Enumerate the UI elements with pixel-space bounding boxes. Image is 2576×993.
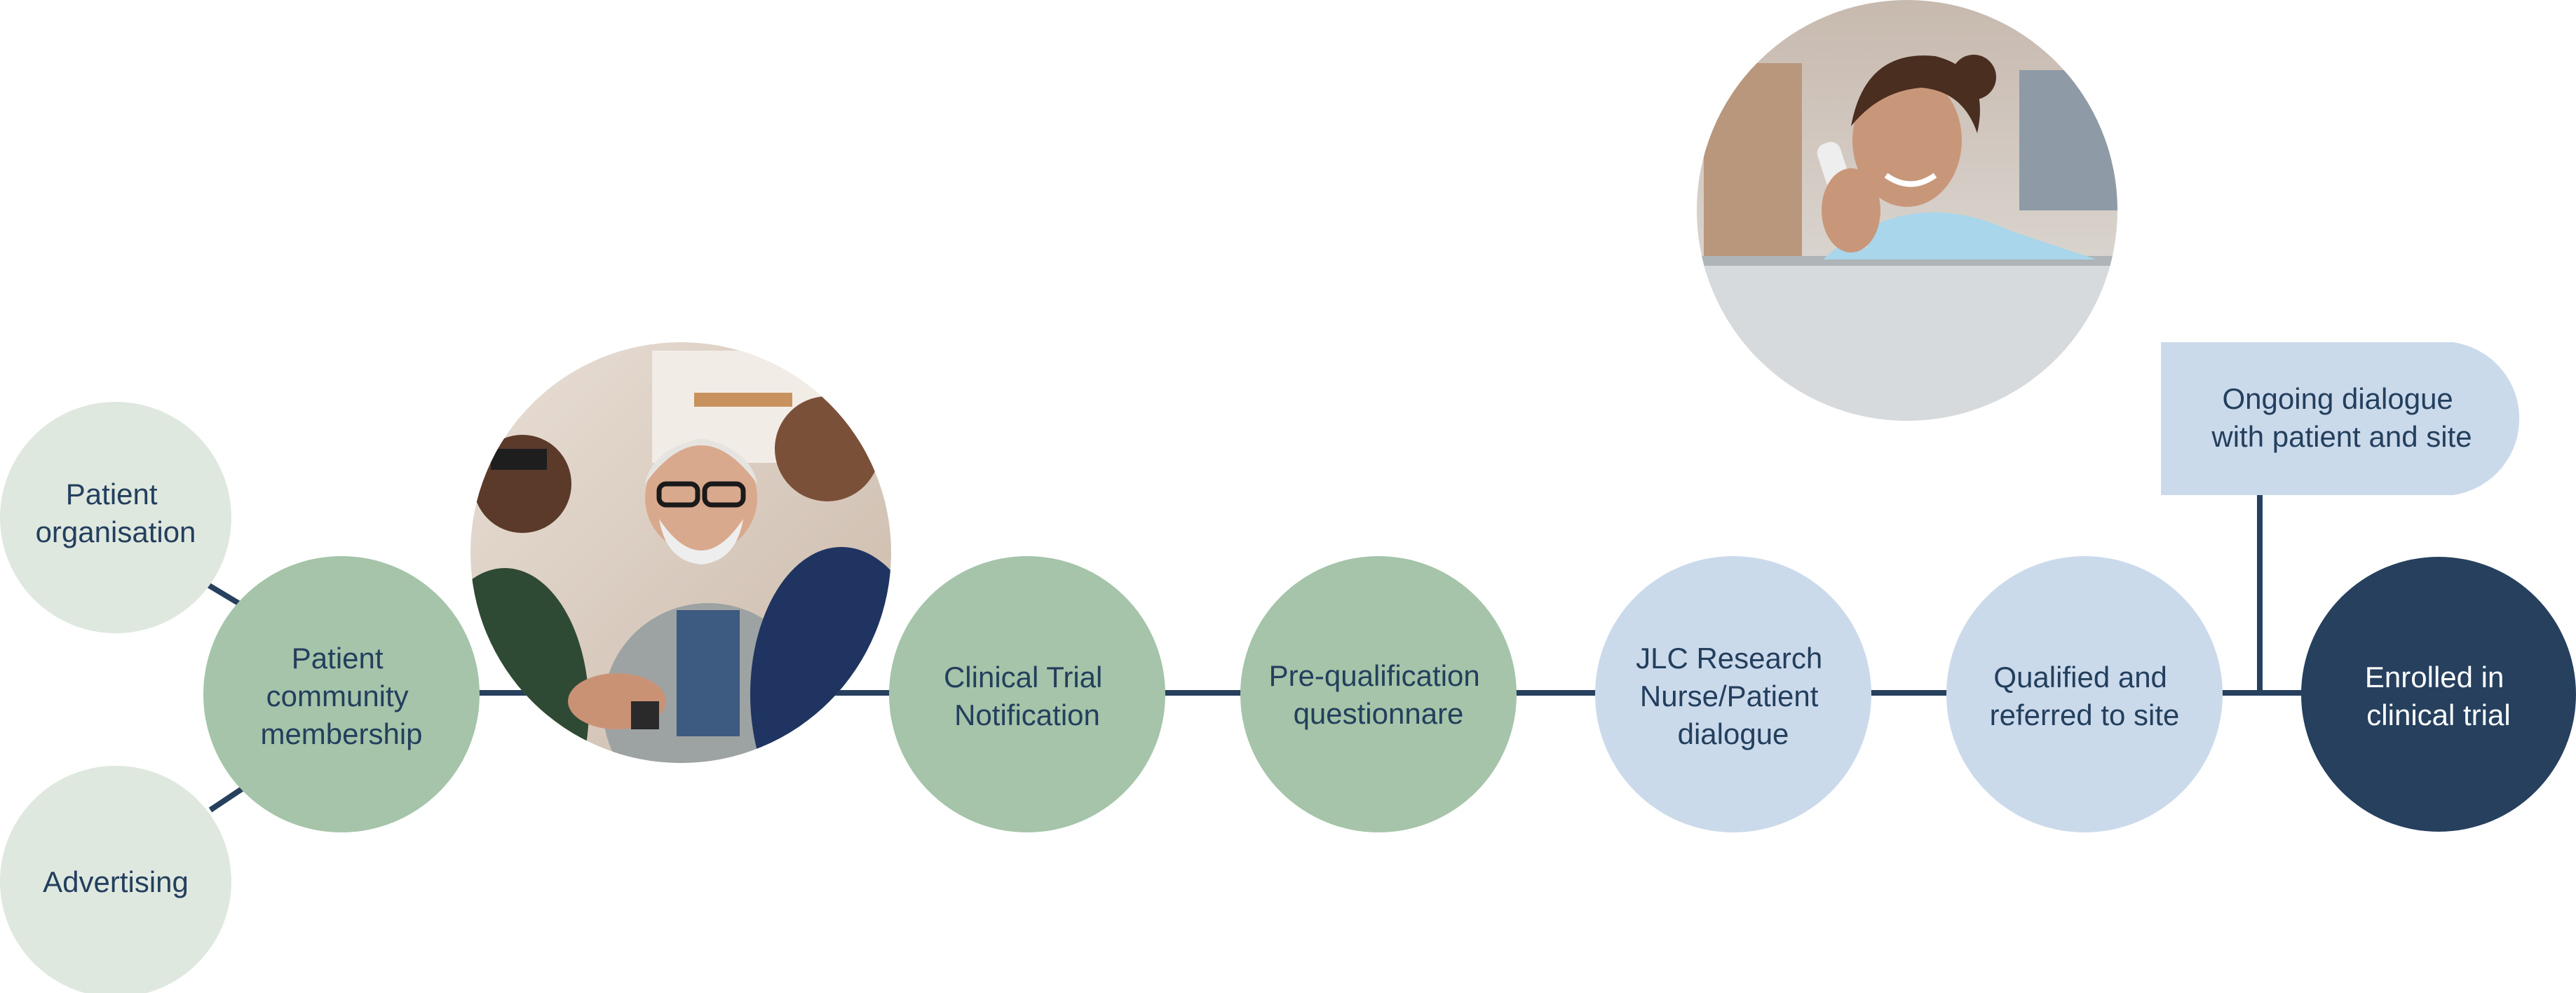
node-enrolled-in-trial: Enrolled in clinical trial bbox=[2301, 557, 2576, 832]
node-line: Enrolled in bbox=[2365, 661, 2504, 694]
node-advertising: Advertising bbox=[0, 766, 231, 993]
node-line: Qualified and bbox=[1993, 661, 2167, 694]
node-line: Notification bbox=[954, 698, 1100, 731]
node-clinical-trial-notification: Clinical Trial Notification bbox=[889, 556, 1165, 832]
node-text: Clinical Trial Notification bbox=[944, 661, 1111, 731]
node-qualified-and-referred: Qualified and referred to site bbox=[1946, 556, 2223, 832]
node-line: community bbox=[266, 680, 409, 712]
node-line: membership bbox=[260, 717, 422, 750]
node-text: Pre-qualification questionnare bbox=[1269, 659, 1489, 730]
node-text: JLC Research Nurse/Patient dialogue bbox=[1636, 642, 1831, 750]
node-line: Patient bbox=[66, 478, 158, 511]
node-line: Clinical Trial bbox=[944, 661, 1102, 694]
node-patient-organisation: Patient organisation bbox=[0, 402, 231, 633]
nurse-on-phone-photo-icon bbox=[1697, 0, 2117, 421]
node-pre-qualification-questionnaire: Pre-qualification questionnare bbox=[1240, 556, 1517, 832]
node-patient-community-membership: Patient community membership bbox=[203, 556, 480, 832]
node-text: Patient community membership bbox=[260, 642, 422, 750]
people-laughing-photo-icon bbox=[470, 342, 891, 763]
node-line: with patient and site bbox=[2211, 420, 2472, 453]
node-line: Nurse/Patient bbox=[1640, 680, 1819, 712]
node-text: Advertising bbox=[43, 865, 189, 898]
node-text: Enrolled in clinical trial bbox=[2365, 661, 2512, 731]
connector-advertising bbox=[208, 786, 244, 813]
node-line: Patient bbox=[292, 642, 384, 675]
node-line: Pre-qualification bbox=[1269, 659, 1480, 692]
node-line: Ongoing dialogue bbox=[2223, 382, 2453, 415]
node-line: referred to site bbox=[1990, 698, 2180, 731]
connector-organisation bbox=[205, 581, 240, 606]
node-line: organisation bbox=[36, 515, 196, 548]
node-jlc-research-nurse-dialogue: JLC Research Nurse/Patient dialogue bbox=[1595, 556, 1871, 832]
node-line: questionnare bbox=[1294, 697, 1464, 730]
node-line: Advertising bbox=[43, 865, 189, 898]
node-text: Patient organisation bbox=[36, 478, 196, 548]
node-text: Ongoing dialogue with patient and site bbox=[2211, 382, 2472, 453]
node-text: Qualified and referred to site bbox=[1990, 661, 2180, 731]
node-line: clinical trial bbox=[2366, 698, 2510, 731]
node-line: dialogue bbox=[1678, 717, 1789, 750]
node-ongoing-dialogue: Ongoing dialogue with patient and site bbox=[2161, 342, 2520, 495]
node-line: JLC Research bbox=[1636, 642, 1822, 675]
